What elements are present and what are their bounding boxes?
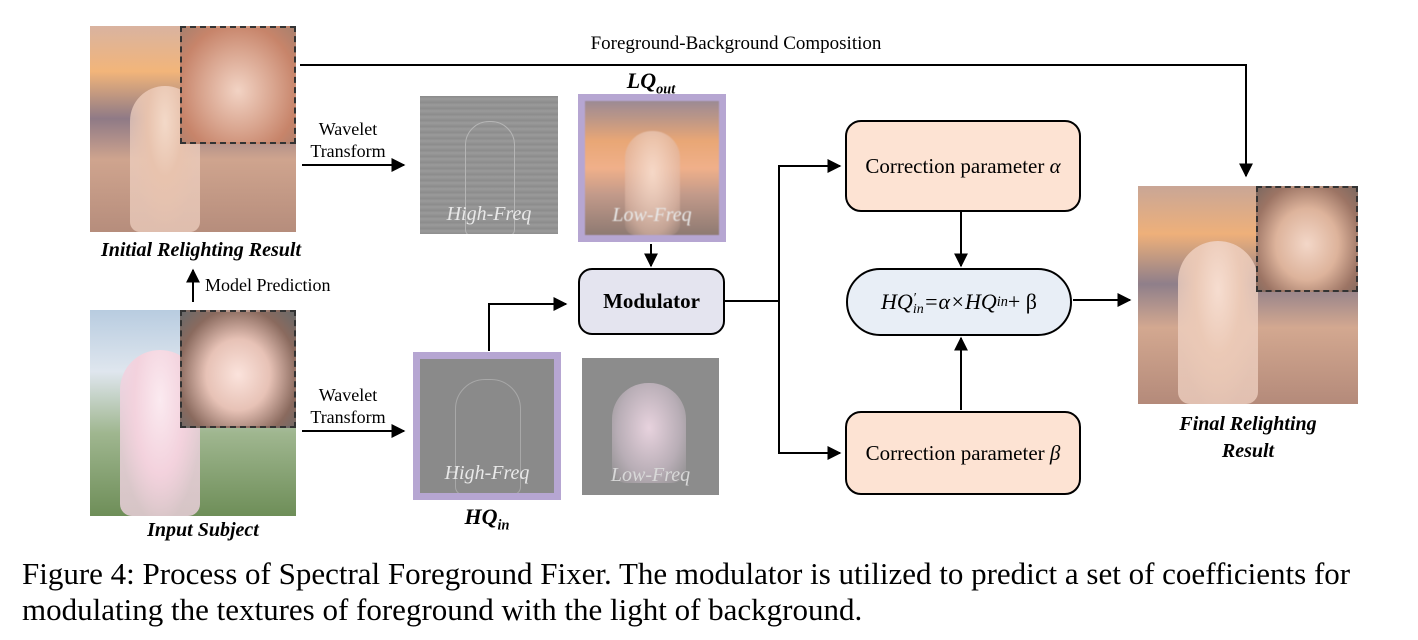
high-freq-top-image: High-Freq — [420, 96, 558, 234]
input-face-inset — [180, 310, 296, 428]
wavelet-top-label-line2: Transform — [310, 141, 386, 161]
final-face-inset — [1256, 186, 1358, 292]
lq-out-label: LQout — [626, 68, 676, 98]
wavelet-bottom-label-line2: Transform — [310, 407, 386, 427]
model-prediction-label: Model Prediction — [205, 275, 331, 295]
correction-alpha-box: Correction parameter α — [845, 120, 1081, 212]
low-freq-bottom-image: Low-Freq — [582, 358, 719, 495]
modulator-to-alpha-arrow — [778, 159, 842, 301]
composition-arrow — [300, 64, 1253, 178]
high-freq-bottom-image: High-Freq — [420, 359, 554, 493]
wavelet-bottom-label-line1: Wavelet — [318, 385, 378, 405]
input-subject-label: Input Subject — [147, 519, 259, 541]
low-freq-bottom-label: Low-Freq — [610, 464, 691, 486]
initial-face-inset — [180, 26, 296, 144]
composition-label: Foreground-Background Composition — [590, 33, 882, 54]
low-freq-top-image: Low-Freq — [585, 101, 719, 235]
initial-result-label: Initial Relighting Result — [100, 239, 302, 261]
input-subject-image — [90, 310, 296, 516]
modulator-box: Modulator — [578, 268, 725, 335]
high-freq-top-label: High-Freq — [446, 203, 532, 225]
high-freq-bottom-label: High-Freq — [444, 462, 530, 484]
hq-in-label: HQin — [464, 504, 510, 534]
hq-to-modulator-arrow — [488, 297, 568, 351]
final-result-label-line2: Result — [1221, 440, 1275, 462]
low-freq-top-label: Low-Freq — [612, 204, 692, 226]
final-result-label-line1: Final Relighting — [1179, 413, 1317, 435]
figure-caption: Figure 4: Process of Spectral Foreground… — [22, 556, 1351, 627]
modulator-to-beta-arrow — [778, 301, 842, 460]
correction-beta-box: Correction parameter β — [845, 411, 1081, 495]
final-relighting-image — [1138, 186, 1358, 404]
wavelet-top-label-line1: Wavelet — [318, 119, 378, 139]
initial-relighting-image — [90, 26, 296, 232]
